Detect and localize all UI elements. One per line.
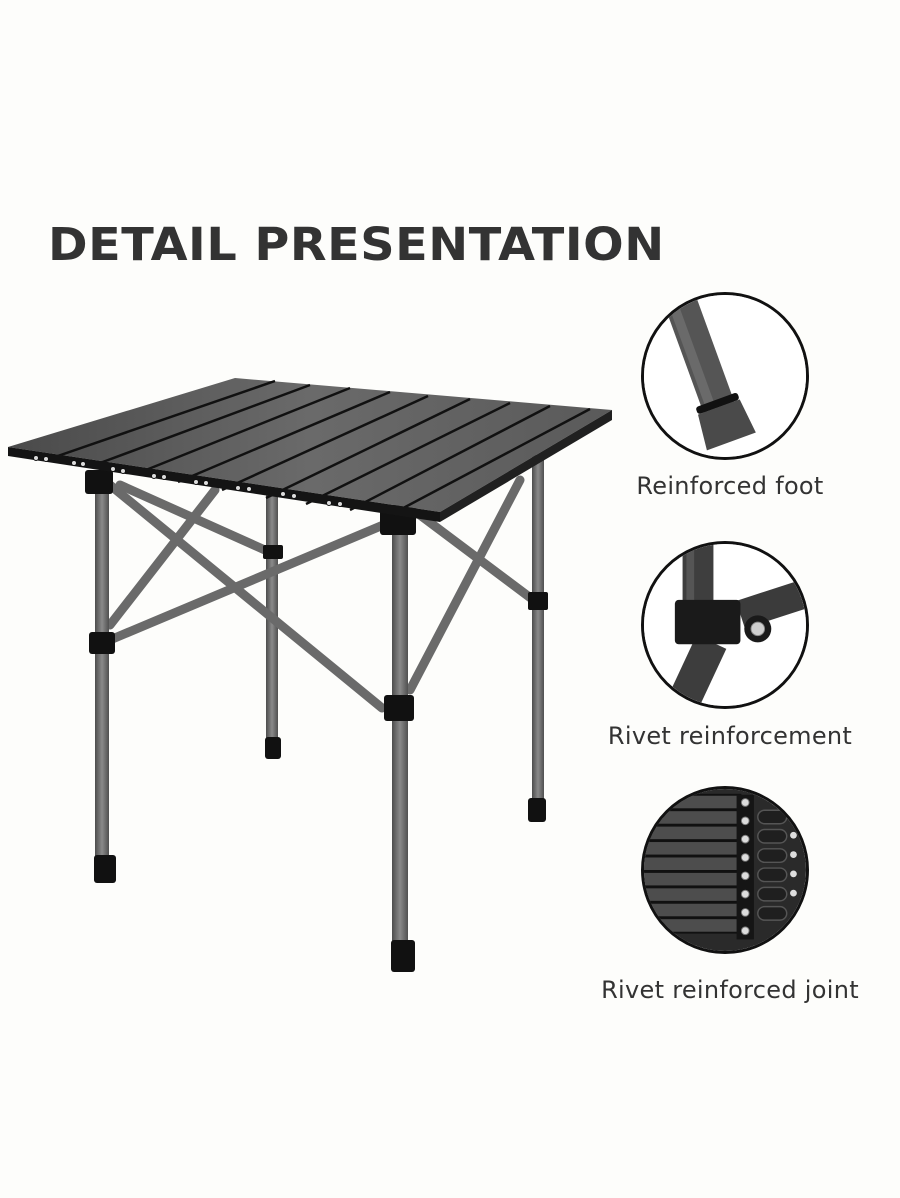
rivet-reinforcement-image [641,541,809,709]
rivet-reinforcement-icon [644,544,806,706]
rivet-reinforced-joint-icon [644,789,806,951]
detail-caption-rivet-reinforced-joint: Rivet reinforced joint [601,976,859,1004]
detail-caption-rivet-reinforcement: Rivet reinforcement [607,722,853,750]
folding-table-image [0,370,620,980]
detail-caption-reinforced-foot: Reinforced foot [636,472,824,500]
page-title: DETAIL PRESENTATION [48,218,665,271]
reinforced-foot-image [641,292,809,460]
rivet-reinforced-joint-image [641,786,809,954]
reinforced-foot-icon [644,295,806,457]
